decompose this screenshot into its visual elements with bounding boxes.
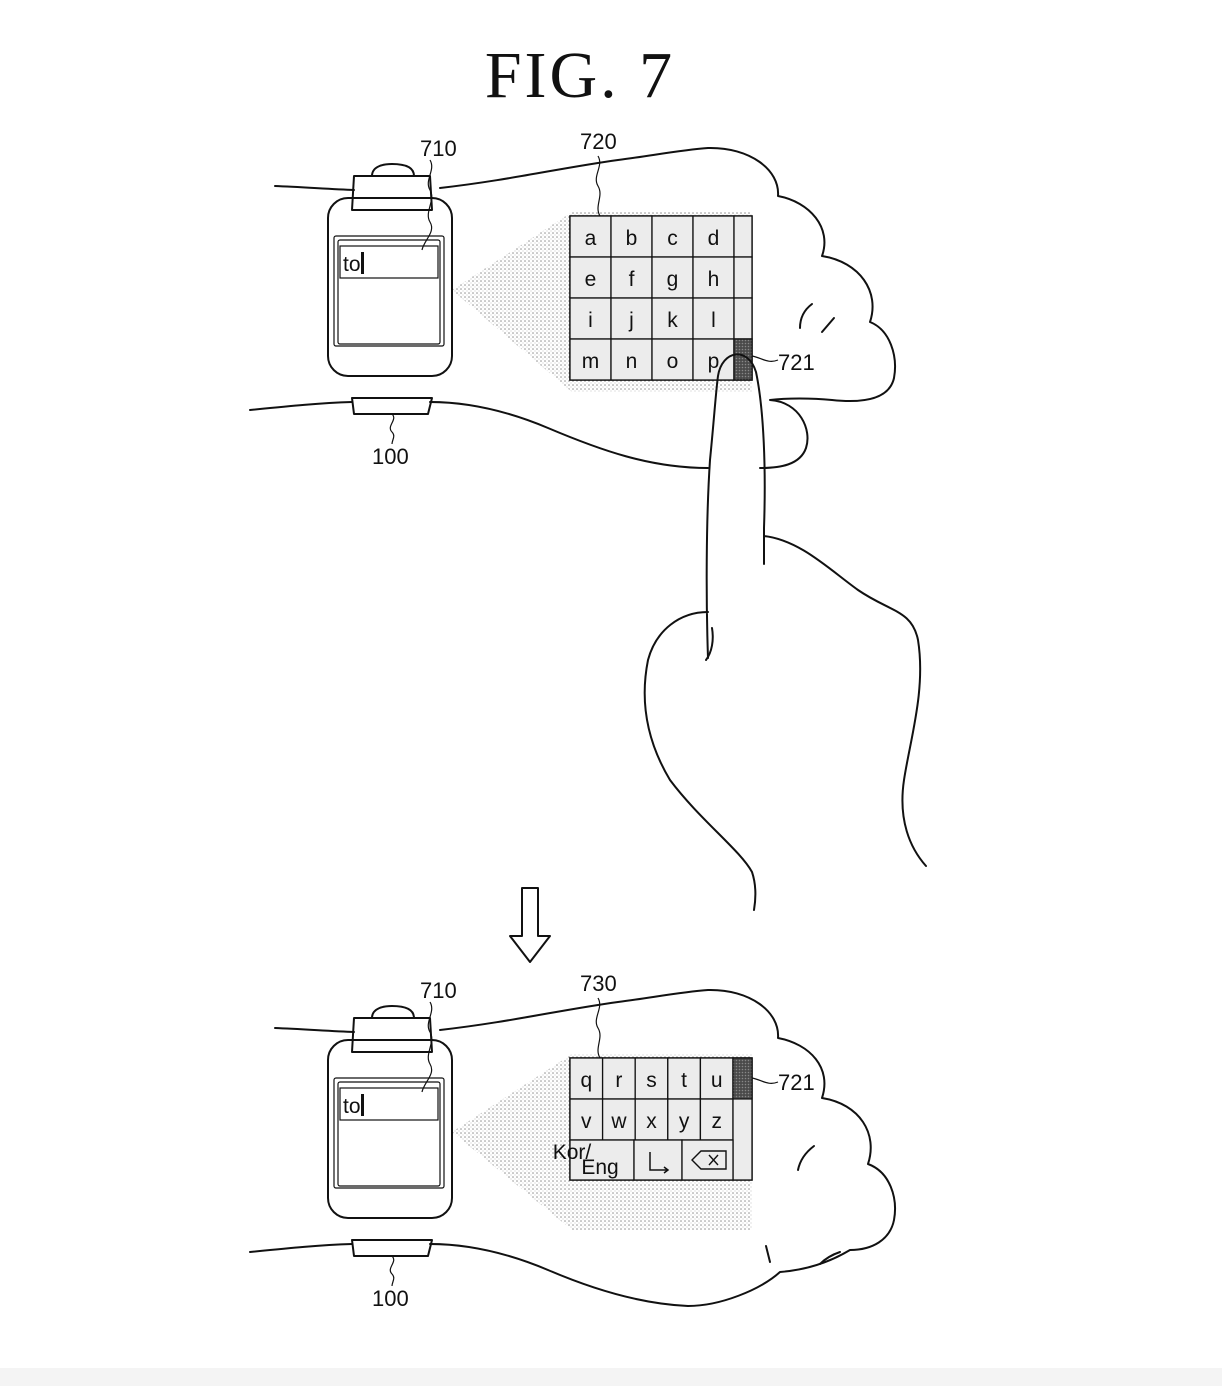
- scroll-column-cell: [733, 256, 753, 299]
- key-label: w: [610, 1110, 627, 1133]
- figure-title: FIG. 7: [484, 39, 676, 112]
- key-cell: [692, 256, 735, 299]
- key-label: c: [667, 227, 678, 250]
- top-text-cursor: [361, 252, 364, 274]
- bottom-screen-text: to: [343, 1095, 361, 1118]
- key-label: o: [667, 350, 679, 373]
- key-label: d: [708, 227, 720, 250]
- backspace-key: [681, 1139, 734, 1181]
- bottom-leader-710: [421, 1001, 433, 1093]
- key-label: p: [708, 350, 720, 373]
- key-cell: [692, 297, 735, 340]
- key-cell: [569, 297, 612, 340]
- key-label: z: [711, 1110, 722, 1133]
- backspace-icon: [691, 1150, 727, 1170]
- top-keyboard: a b c d e f g h i j k l m n o p: [569, 215, 753, 381]
- key-label: q: [580, 1069, 592, 1092]
- key-label: x: [646, 1110, 657, 1133]
- scroll-column-cell: [733, 297, 753, 340]
- key-label: s: [646, 1069, 657, 1092]
- key-cell: [692, 215, 735, 258]
- key-label: e: [585, 268, 597, 291]
- enter-key: [633, 1139, 683, 1181]
- top-knuckle-lines: [799, 303, 835, 333]
- bottom-back-of-hand: [429, 988, 896, 1307]
- key-label: m: [582, 350, 600, 373]
- selected-key-721: [732, 1057, 753, 1100]
- key-label: h: [708, 268, 720, 291]
- top-smartwatch: to: [327, 163, 453, 415]
- bottom-ref-721: 721: [778, 1070, 815, 1095]
- top-pointing-hand: [643, 353, 927, 911]
- top-ref-720: 720: [580, 129, 617, 154]
- top-panel: to a b c d e f g h i j k l m n o p 710 720 721 100: [249, 129, 927, 911]
- eng-label: Eng: [581, 1156, 618, 1179]
- top-back-of-hand: [429, 146, 896, 469]
- key-label: j: [628, 309, 634, 332]
- bottom-knuckle-lines: [765, 1145, 841, 1265]
- top-leader-720: [595, 155, 601, 217]
- top-leader-100: [389, 413, 395, 445]
- key-label: a: [585, 227, 597, 250]
- scan-bottom-strip: [0, 1368, 1222, 1386]
- key-label: g: [667, 268, 679, 291]
- top-ref-100: 100: [372, 444, 409, 469]
- enter-icon: [649, 1152, 670, 1174]
- key-label: v: [581, 1110, 592, 1133]
- key-label: t: [681, 1069, 687, 1092]
- top-ref-721: 721: [778, 350, 815, 375]
- top-leader-721: [751, 355, 779, 362]
- top-fingernail-line: [705, 627, 714, 661]
- key-label: i: [588, 309, 593, 332]
- key-cell: [569, 338, 612, 381]
- key-label: l: [711, 309, 716, 332]
- key-cell: [651, 215, 694, 258]
- bottom-ref-100: 100: [372, 1286, 409, 1311]
- top-leader-710: [421, 159, 433, 251]
- bottom-text-cursor: [361, 1094, 364, 1116]
- key-label: r: [615, 1069, 622, 1092]
- kor-label: Kor/: [553, 1141, 592, 1164]
- key-label: f: [629, 268, 635, 291]
- bottom-forearm-lines: [249, 1027, 355, 1253]
- key-label: n: [626, 350, 638, 373]
- key-cell: [699, 1098, 734, 1141]
- key-label: y: [679, 1110, 690, 1133]
- key-label: k: [667, 309, 678, 332]
- kor-eng-key: [569, 1139, 635, 1181]
- key-cell: [569, 215, 612, 258]
- bottom-ref-710: 710: [420, 978, 457, 1003]
- bottom-ref-730: 730: [580, 971, 617, 996]
- key-cell: [651, 297, 694, 340]
- top-forearm-lines: [249, 185, 355, 411]
- scroll-column-cell: [733, 215, 753, 258]
- key-cell: [569, 1098, 604, 1141]
- key-label: b: [626, 227, 638, 250]
- top-ref-710: 710: [420, 136, 457, 161]
- bottom-leader-100: [389, 1255, 395, 1287]
- bottom-leader-730: [595, 997, 601, 1059]
- top-screen-text: to: [343, 253, 361, 276]
- bottom-smartwatch: to: [327, 1005, 453, 1257]
- key-label: u: [711, 1069, 723, 1092]
- key-cell: [569, 1057, 604, 1100]
- selected-key-721: [733, 338, 753, 381]
- down-arrow-icon: [509, 887, 551, 963]
- key-cell: [610, 338, 653, 381]
- key-cell: [634, 1098, 669, 1141]
- bottom-leader-721: [751, 1077, 779, 1084]
